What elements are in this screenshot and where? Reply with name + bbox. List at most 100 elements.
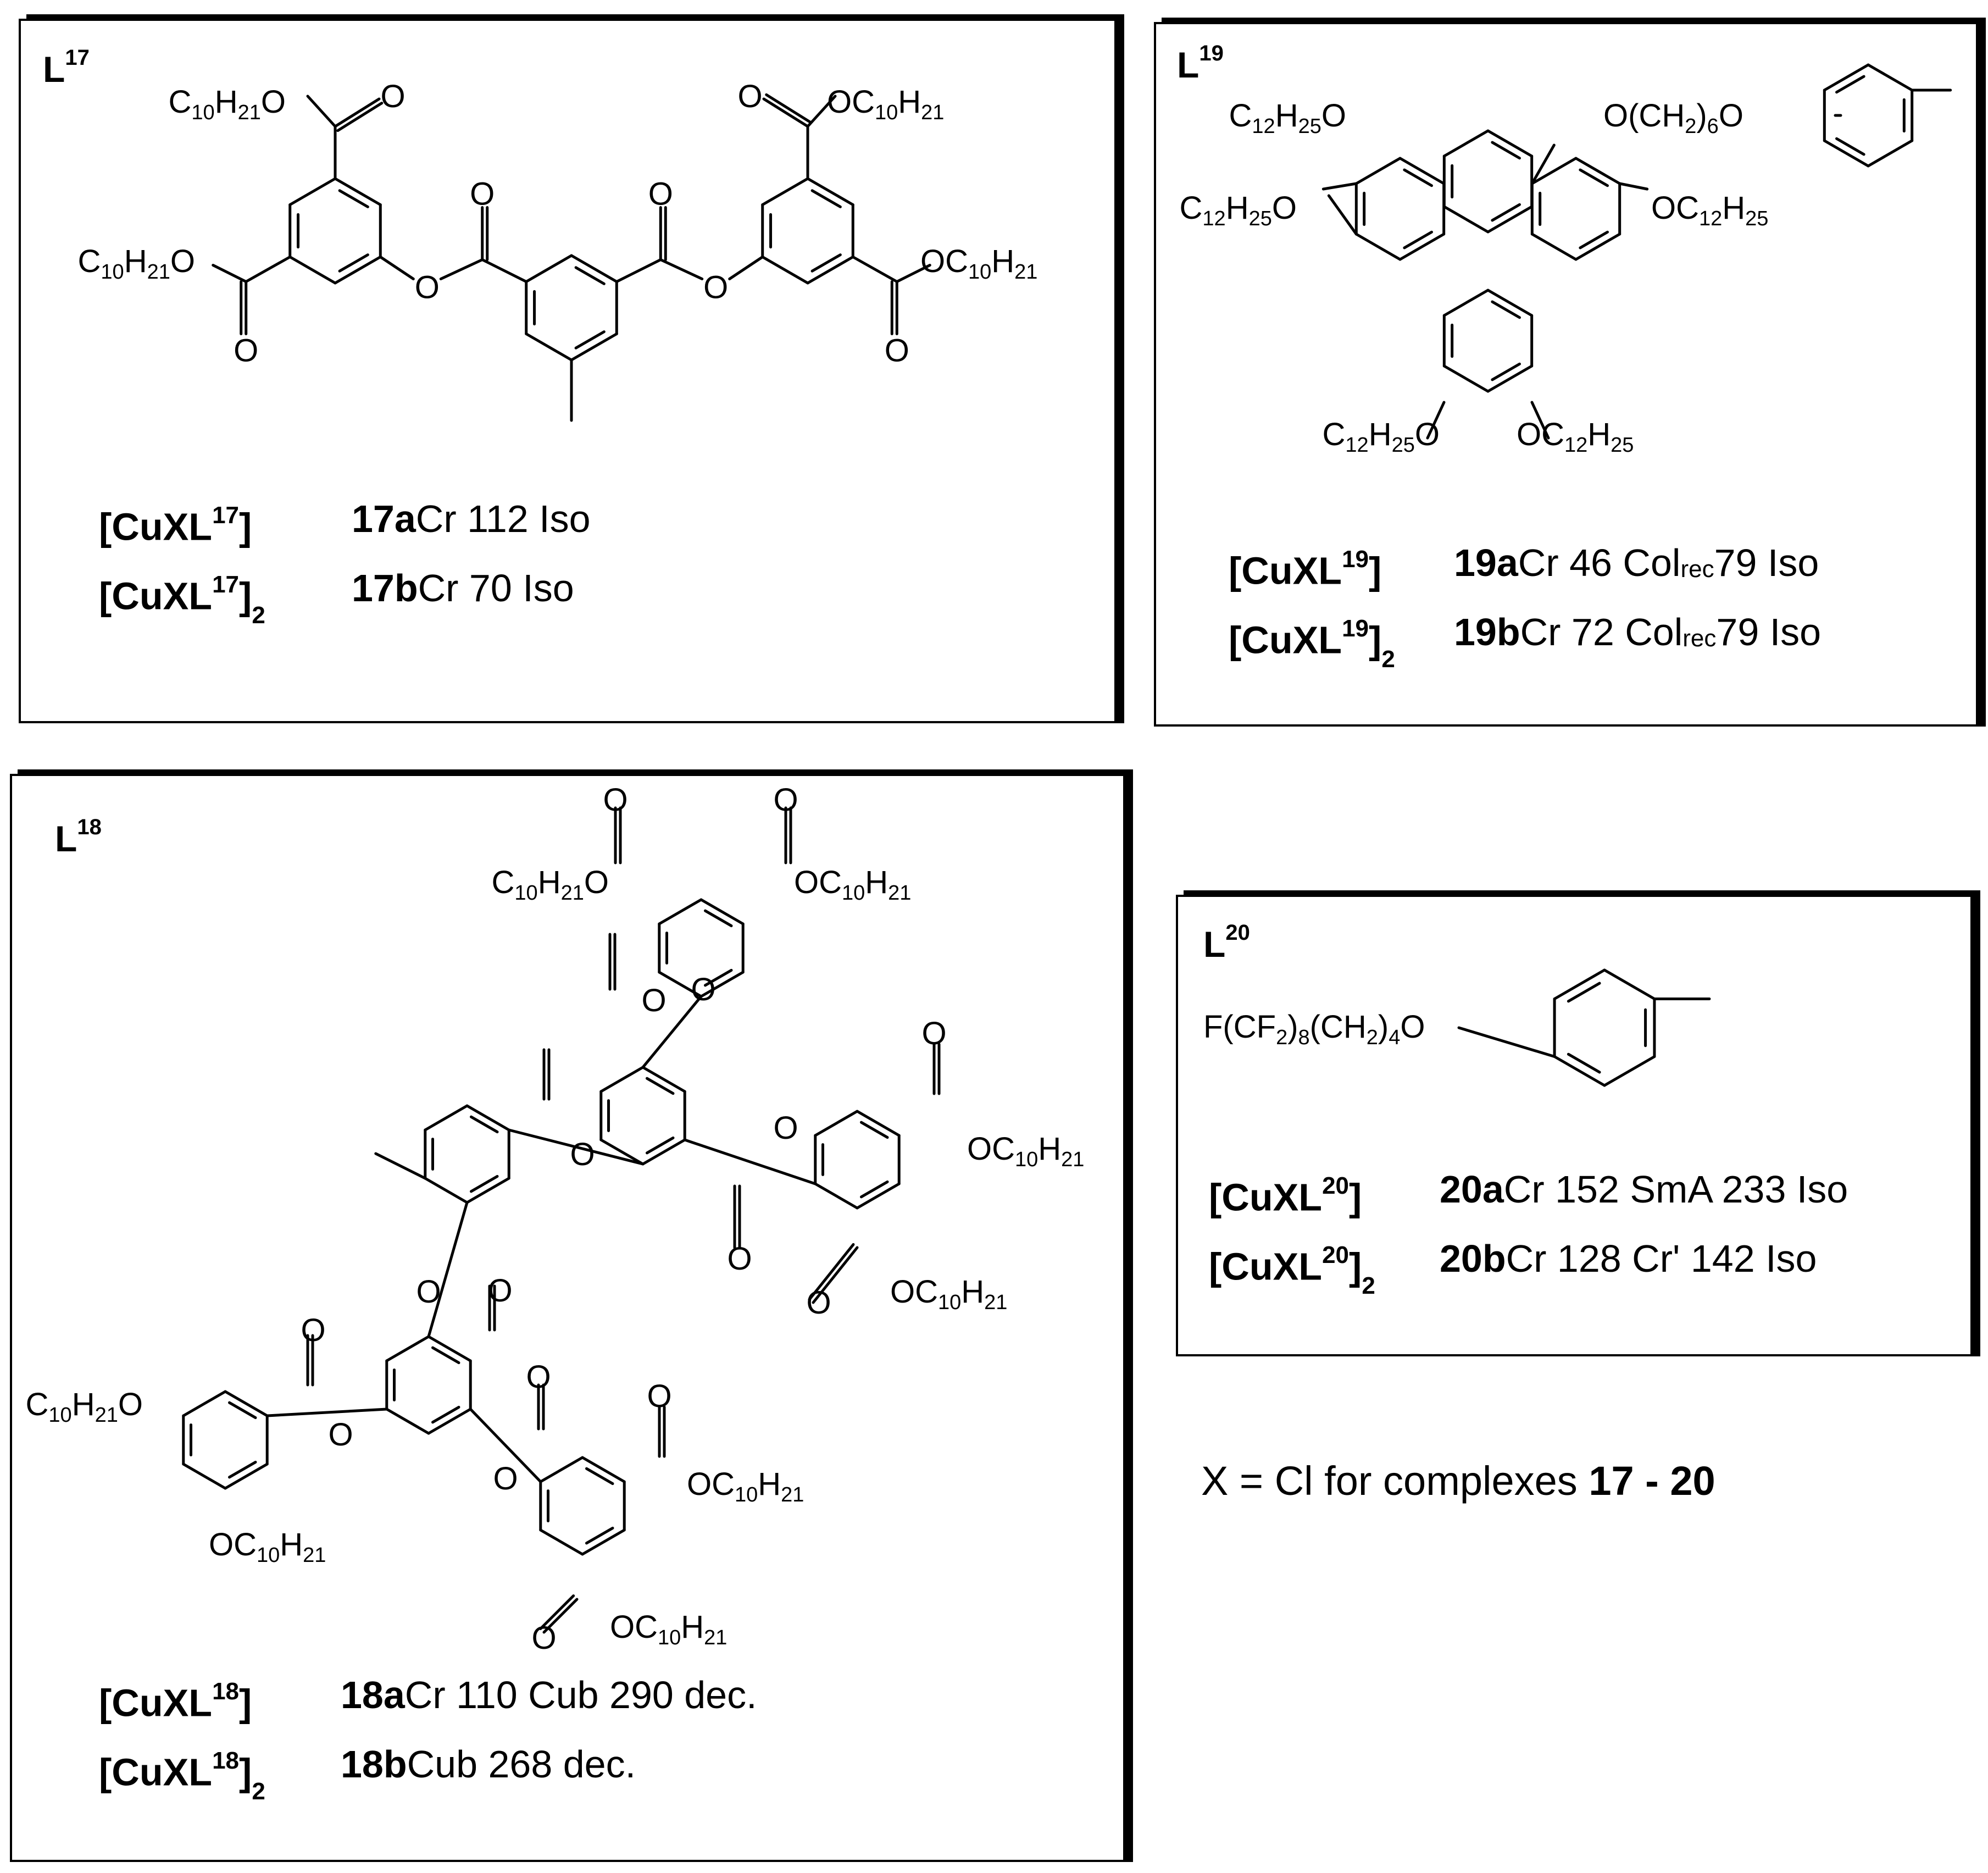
ring-double-bond: [1491, 141, 1521, 160]
bond: [439, 258, 484, 280]
ring-bond: [1530, 157, 1578, 185]
bond: [1457, 1026, 1556, 1058]
ring-double-bond: [574, 330, 606, 350]
dodecyloxy-label: C12H25O: [1180, 190, 1297, 230]
footnote: X = Cl for complexes 17 - 20: [1201, 1458, 1715, 1504]
oxygen-label: O: [691, 972, 715, 1007]
ring-bond: [699, 898, 745, 926]
ring-bond: [1553, 968, 1606, 1000]
oxygen-label: O: [493, 1461, 518, 1497]
ring-bond: [856, 1110, 901, 1137]
ring-bond: [427, 1335, 472, 1362]
ring-double-bond: [810, 253, 842, 273]
ring-bond: [1603, 968, 1656, 1000]
ring-double-bond: [1567, 982, 1601, 1003]
ring-double-bond: [645, 1136, 675, 1155]
ring-bond: [581, 1528, 626, 1556]
ring-double-bond: [338, 189, 369, 208]
ring-double-bond: [1579, 168, 1609, 187]
oxygen-label: O: [301, 1312, 325, 1348]
ring-double-bond: [227, 1401, 257, 1420]
ring-double-bond: [469, 1174, 499, 1193]
ring-bond: [658, 971, 703, 998]
ring-bond: [699, 971, 745, 998]
fluoroalkyl-label: F(CF2)8(CH2)4O: [1203, 1009, 1425, 1049]
bond: [1530, 143, 1556, 185]
ligand-label-l19: L19: [1177, 41, 1224, 85]
ring-bond: [1486, 205, 1534, 234]
ring-bond: [1867, 139, 1914, 168]
ring-bond: [1398, 157, 1446, 185]
decyloxy-label: OC10H21: [610, 1609, 727, 1649]
ring-bond: [539, 1528, 584, 1556]
ring-bond: [525, 333, 573, 362]
ring-bond: [599, 1066, 645, 1093]
oxygen-label: O: [380, 79, 405, 114]
ring-bond: [334, 256, 382, 285]
props-row: [CuXL20]20a Cr 152 SmA 233 Iso: [1209, 1168, 1848, 1219]
ring-double-bond: [1403, 168, 1433, 187]
ring-bond: [806, 256, 854, 285]
ring-bond: [1823, 63, 1870, 92]
bond: [245, 256, 292, 283]
ring-double-bond: [1835, 75, 1865, 94]
ring-bond: [539, 1456, 584, 1483]
carbonyl-bond: [812, 1246, 859, 1304]
oxygen-label: O: [921, 1016, 946, 1051]
ring-bond: [224, 1390, 269, 1417]
ring-bond: [761, 177, 809, 206]
ring-double-bond: [469, 1115, 499, 1134]
ring-bond: [1867, 63, 1914, 92]
ring-bond: [570, 254, 618, 283]
ring-double-bond: [431, 1405, 460, 1424]
carbonyl-bond: [542, 1598, 579, 1634]
carbonyl-bond: [808, 1243, 855, 1301]
decyloxy-label: OC10H21: [920, 243, 1037, 284]
ring-bond: [1398, 232, 1446, 261]
hexyloxy-label: O(CH2)6O: [1603, 98, 1743, 138]
dodecyloxy-label: OC12H25: [1651, 190, 1768, 230]
ring-double-bond: [585, 1467, 614, 1486]
ring-bond: [1442, 205, 1490, 234]
ring-bond: [1553, 1055, 1606, 1087]
ring-double-bond: [1567, 1052, 1601, 1074]
bond: [851, 256, 898, 283]
ring-bond: [1574, 232, 1622, 261]
panel-l17: [19, 19, 1117, 723]
decyloxy-label: C10H21O: [169, 84, 286, 124]
ester-bond: [265, 1407, 388, 1417]
oxygen-label: O: [487, 1273, 512, 1309]
props-l18: [CuXL18]18a Cr 110 Cub 290 dec. [CuXL18]…: [99, 1664, 757, 1817]
decyloxy-label: OC10H21: [687, 1466, 804, 1506]
oxygen-label: O: [570, 1137, 595, 1172]
ring-double-bond: [645, 1077, 675, 1095]
oxygen-label: O: [234, 333, 258, 369]
ring-bond: [1442, 364, 1490, 393]
ring-bond: [641, 1066, 686, 1093]
oxygen-label: O: [328, 1417, 353, 1453]
ring-bond: [599, 1138, 645, 1166]
ring-bond: [761, 256, 809, 285]
oxygen-label: O: [727, 1241, 752, 1277]
ring-bond: [1823, 139, 1870, 168]
ring-bond: [334, 177, 382, 206]
ring-bond: [224, 1462, 269, 1490]
methyl-bond: [374, 1152, 427, 1180]
ring-double-bond: [227, 1460, 257, 1479]
ring-bond: [182, 1462, 227, 1490]
ring-double-bond: [1579, 230, 1609, 250]
oxygen-label: O: [603, 782, 628, 818]
panel-l19: [1154, 22, 1978, 727]
panel-l18: [10, 774, 1125, 1862]
ring-double-bond: [703, 909, 733, 928]
ligand-label-l17: L17: [43, 46, 90, 90]
carbonyl-bond: [762, 97, 809, 128]
decyloxy-label: OC10H21: [827, 84, 944, 124]
oxygen-label: O: [737, 79, 762, 114]
